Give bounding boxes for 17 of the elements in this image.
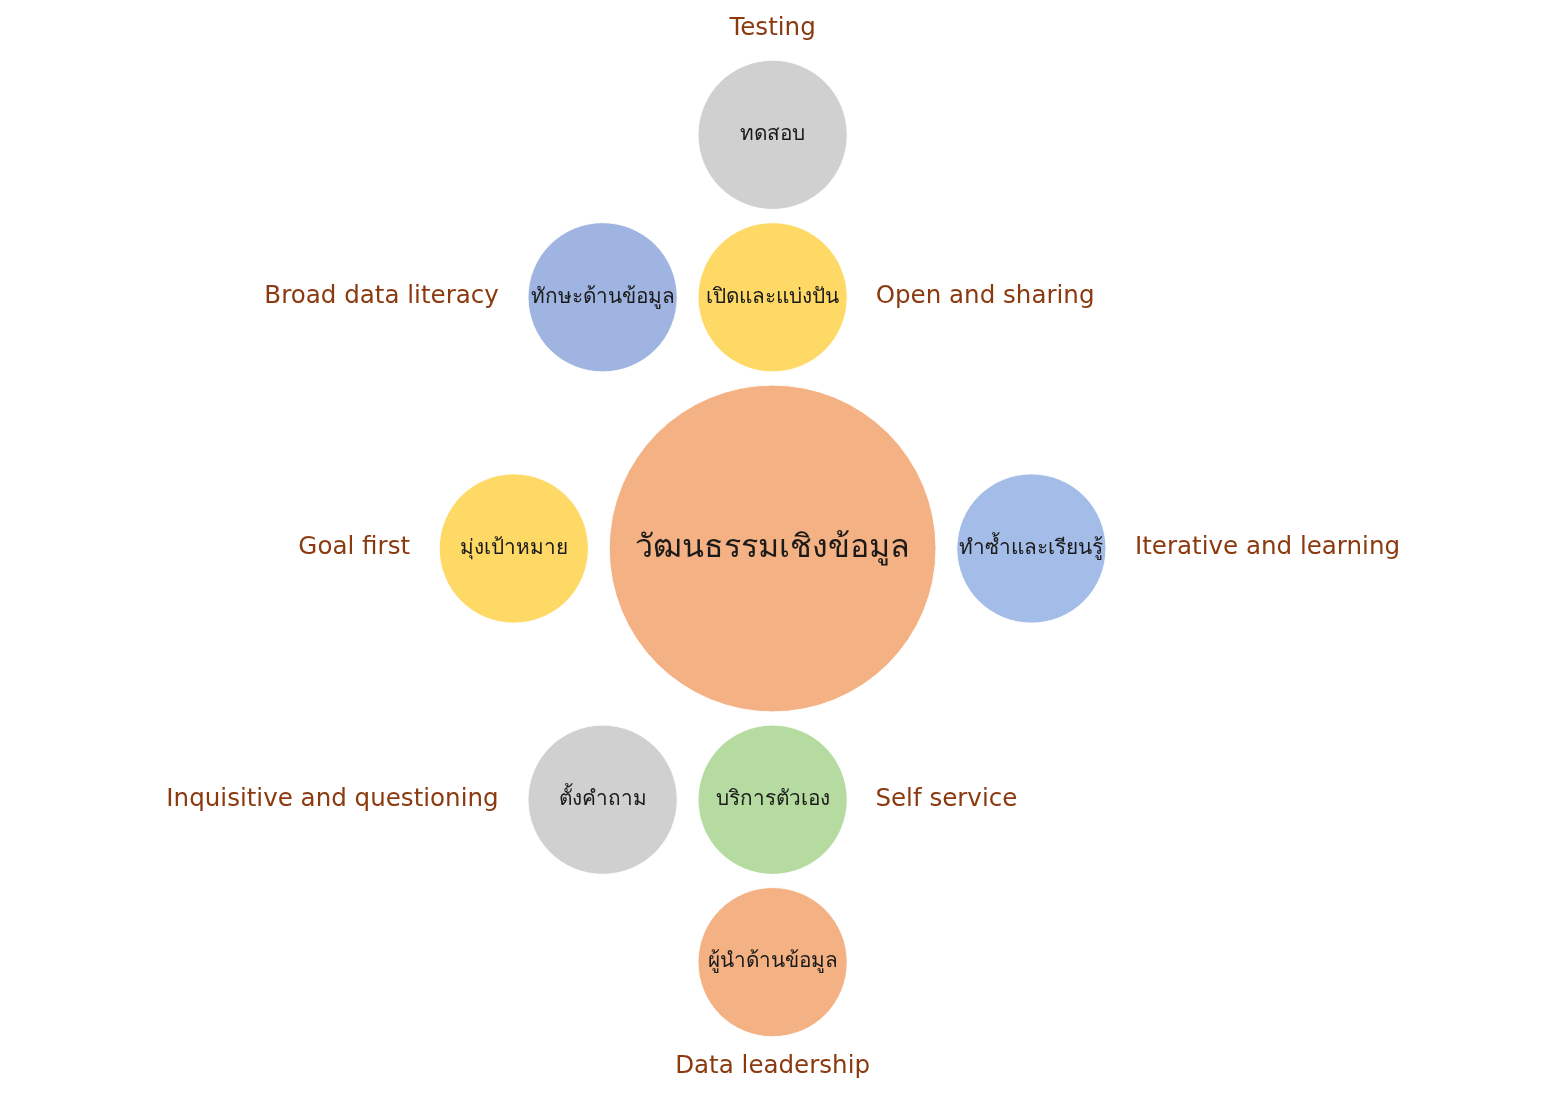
node-circle: ทดสอบ — [697, 59, 848, 210]
node-circle: บริการตัวเอง — [697, 724, 848, 875]
node-circle: วัฒนธรรมเชิงข้อมูล — [608, 384, 936, 713]
node-label: Open and sharing — [875, 280, 1095, 310]
node-circle: เปิดและแบ่งปัน — [697, 222, 848, 373]
node-label: Broad data literacy — [263, 280, 499, 310]
node-label: Data leadership — [674, 1050, 870, 1080]
node-circle: มุ่งเป้าหมาย — [438, 473, 589, 624]
node-label: Inquisitive and questioning — [165, 782, 499, 812]
node-label: Testing — [728, 12, 816, 42]
node-circle: ทักษะด้านข้อมูล — [527, 222, 678, 373]
node-circle: ตั้งคำถาม — [527, 724, 678, 875]
node-circle: ทำซ้ำและเรียนรู้ — [955, 473, 1106, 624]
node-label: Goal first — [297, 531, 410, 561]
node-circle: ผู้นำด้านข้อมูล — [697, 887, 848, 1038]
node-label: Iterative and learning — [1134, 531, 1400, 561]
node-label: Self service — [874, 782, 1017, 812]
